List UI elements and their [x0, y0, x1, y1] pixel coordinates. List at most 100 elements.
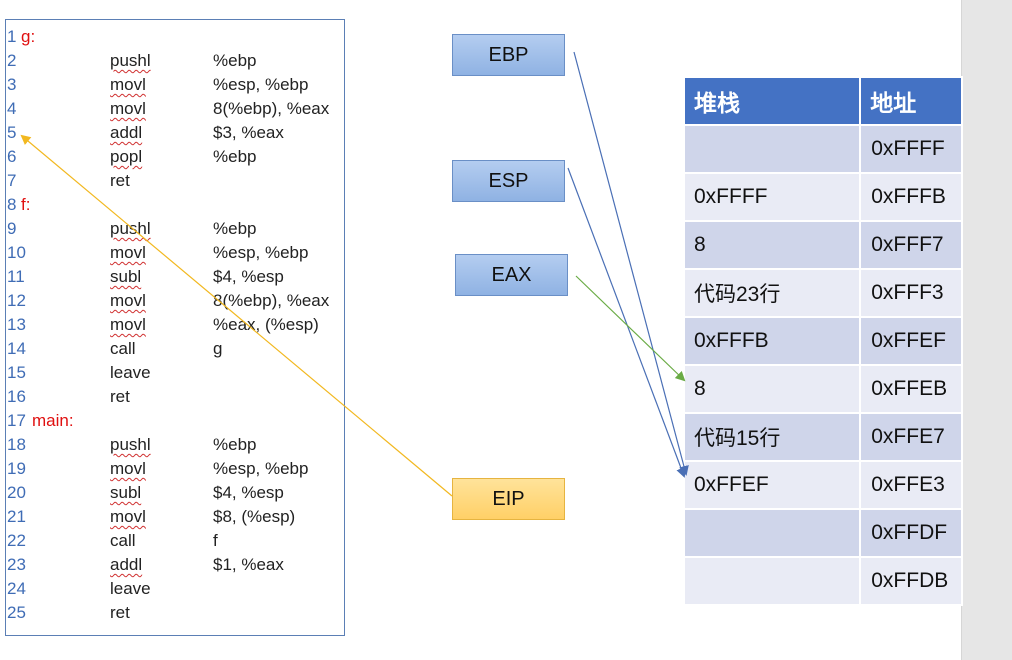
stack-header-address: 地址: [859, 76, 963, 126]
instruction-mnemonic: movl: [110, 75, 146, 94]
instruction-operands: 8(%ebp), %eax: [213, 99, 330, 118]
instruction-operands: $8, (%esp): [213, 507, 296, 526]
code-line: 25 ret: [6, 601, 344, 625]
code-line: 3 movl %esp, %ebp: [6, 73, 344, 97]
line-number: 19: [7, 459, 26, 478]
stack-value-cell: [682, 508, 862, 558]
stack-value-cell: 代码15行: [682, 412, 862, 462]
instruction-operands: $4, %esp: [213, 483, 284, 502]
instruction-operands: %ebp: [213, 147, 257, 166]
instruction-operands: g: [213, 339, 223, 358]
code-line: 18 pushl %ebp: [6, 433, 344, 457]
instruction-operands: %ebp: [213, 51, 257, 70]
eax-register-box: EAX: [455, 254, 568, 296]
ebp-arrow: [573, 51, 689, 476]
line-number: 15: [7, 363, 26, 382]
instruction-mnemonic: call: [110, 531, 136, 550]
stack-address-cell: 0xFFFB: [859, 172, 963, 222]
instruction-operands: %esp, %ebp: [213, 243, 309, 262]
line-number: 2: [7, 51, 17, 70]
code-line: 15 leave: [6, 361, 344, 385]
line-number: 11: [7, 267, 25, 286]
instruction-mnemonic: addl: [110, 555, 143, 574]
code-label: f:: [21, 195, 31, 214]
instruction-mnemonic: leave: [110, 363, 151, 382]
line-number: 14: [7, 339, 26, 358]
stack-address-cell: 0xFFF3: [859, 268, 963, 318]
esp-arrow: [567, 167, 686, 478]
stack-address-cell: 0xFFFF: [859, 124, 963, 174]
line-number: 1: [7, 27, 17, 46]
instruction-mnemonic: ret: [110, 171, 130, 190]
instruction-operands: %esp, %ebp: [213, 75, 309, 94]
stack-value-cell: [682, 124, 862, 174]
line-number: 13: [7, 315, 26, 334]
line-number: 5: [7, 123, 17, 142]
instruction-mnemonic: ret: [110, 387, 130, 406]
instruction-mnemonic: ret: [110, 603, 130, 622]
line-number: 7: [7, 171, 17, 190]
stack-value-cell: 代码23行: [682, 268, 862, 318]
esp-register-label: ESP: [488, 169, 529, 192]
ebp-register-box: EBP: [452, 34, 565, 76]
line-number: 25: [7, 603, 26, 622]
stack-value-cell: 0xFFEF: [682, 460, 862, 510]
instruction-operands: %ebp: [213, 435, 257, 454]
stack-header-row: 堆栈 地址: [682, 76, 963, 126]
line-number: 24: [7, 579, 26, 598]
line-number: 6: [7, 147, 17, 166]
stack-address-cell: 0xFFE3: [859, 460, 963, 510]
instruction-operands: %esp, %ebp: [213, 459, 309, 478]
stack-value-cell: 8: [682, 220, 862, 270]
vertical-scrollbar[interactable]: [961, 0, 1012, 660]
stack-address-cell: 0xFFEB: [859, 364, 963, 414]
instruction-operands: %eax, (%esp): [213, 315, 319, 334]
instruction-mnemonic: movl: [110, 99, 146, 118]
line-number: 16: [7, 387, 26, 406]
stack-row: 0xFFDF: [682, 508, 963, 558]
instruction-mnemonic: subl: [110, 267, 142, 286]
instruction-mnemonic: subl: [110, 483, 142, 502]
instruction-mnemonic: movl: [110, 291, 146, 310]
eax-arrow: [575, 275, 686, 382]
esp-register-box: ESP: [452, 160, 565, 202]
instruction-mnemonic: pushl: [110, 219, 151, 238]
line-number: 4: [7, 99, 17, 118]
instruction-operands: 8(%ebp), %eax: [213, 291, 330, 310]
instruction-mnemonic: popl: [110, 147, 143, 166]
instruction-mnemonic: pushl: [110, 435, 151, 454]
line-number: 3: [7, 75, 17, 94]
stack-value-cell: 0xFFFB: [682, 316, 862, 366]
eax-register-label: EAX: [491, 263, 532, 286]
ebp-register-label: EBP: [488, 43, 529, 66]
line-number: 12: [7, 291, 26, 310]
stack-address-cell: 0xFFDB: [859, 556, 963, 606]
line-number: 20: [7, 483, 26, 502]
code-line: 6 popl %ebp: [6, 145, 344, 169]
stack-header-value: 堆栈: [682, 76, 862, 126]
instruction-operands: $1, %eax: [213, 555, 284, 574]
stack-address-cell: 0xFFDF: [859, 508, 963, 558]
line-number: 18: [7, 435, 26, 454]
instruction-operands: $3, %eax: [213, 123, 284, 142]
code-line: 16 ret: [6, 385, 344, 409]
stack-row: 0xFFFF: [682, 124, 963, 174]
code-label: g:: [21, 27, 36, 46]
code-line: 4 movl 8(%ebp), %eax: [6, 97, 344, 121]
stack-address-cell: 0xFFF7: [859, 220, 963, 270]
instruction-mnemonic: movl: [110, 459, 146, 478]
